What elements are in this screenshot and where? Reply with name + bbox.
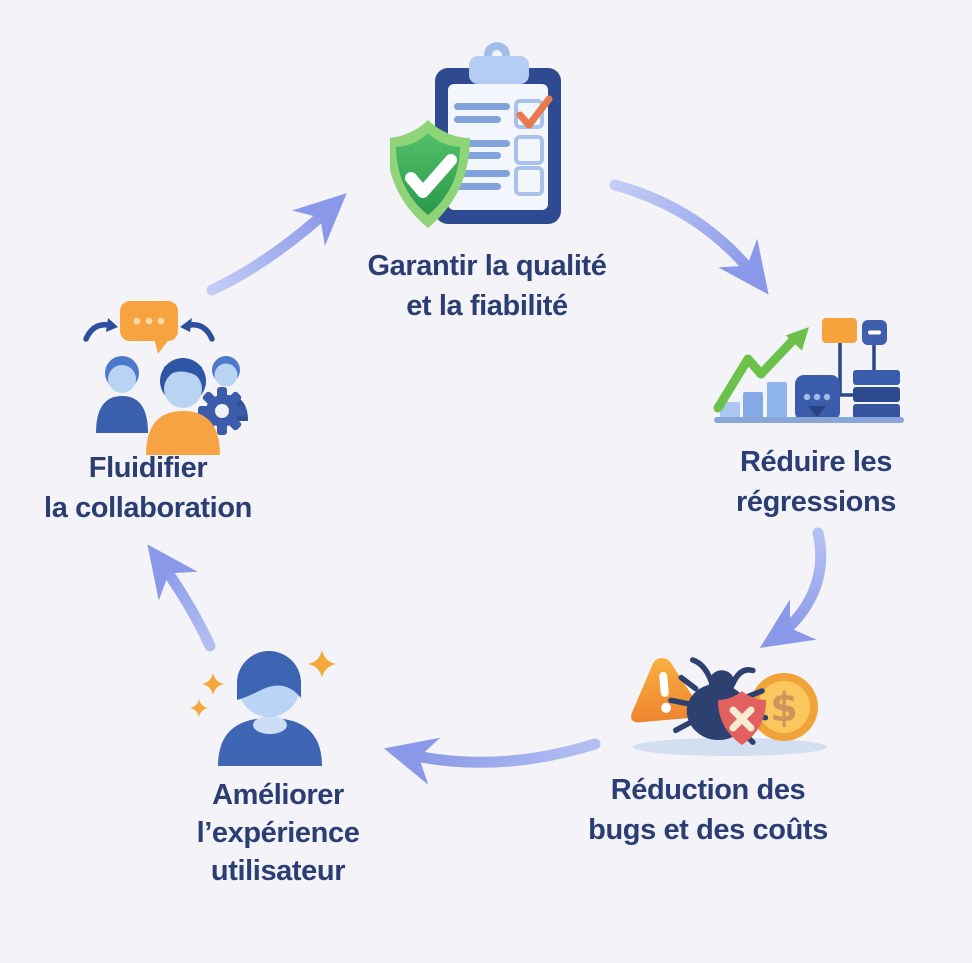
- warning-bug-coin-icon: $: [618, 650, 833, 758]
- shield-check-icon: [390, 120, 470, 228]
- arrow-bugs-to-user-experience: [383, 737, 601, 785]
- label-line: régressions: [735, 486, 896, 518]
- bar-chart: [720, 382, 787, 420]
- node-label-bugs-costs: Réduction des bugs et des coûts: [538, 770, 878, 850]
- label-line: Réduire les: [740, 446, 892, 478]
- label-line: l’expérience: [196, 817, 360, 849]
- growth-chart-pipeline-icon: [712, 305, 907, 427]
- user-body: [218, 718, 322, 766]
- label-line: la collaboration: [44, 492, 252, 524]
- minus-icon: [868, 330, 881, 335]
- blocked-shield-icon: [718, 691, 766, 745]
- node-label-regressions: Réduire les régressions: [666, 442, 966, 522]
- clipboard-checklist-shield-icon: [390, 42, 570, 234]
- server-cube: [795, 375, 840, 421]
- clipboard-clip: [469, 56, 529, 84]
- exchange-arrow-left-icon: [83, 318, 118, 342]
- label-line: bugs et des coûts: [588, 814, 828, 846]
- icon-shadow: [633, 738, 827, 756]
- node-label-collaboration: Fluidifier la collaboration: [8, 448, 288, 528]
- team-chat-gear-icon: [76, 293, 256, 461]
- chart-baseline: [714, 417, 904, 423]
- sparkle-icon: [190, 650, 336, 717]
- arrow-regressions-to-bugs: [759, 527, 827, 648]
- label-line: et la fiabilité: [406, 290, 568, 322]
- user-sparkles-icon: [185, 642, 350, 768]
- checkboxes: [514, 99, 544, 196]
- user-hair: [236, 650, 301, 700]
- label-line: Fluidifier: [88, 452, 208, 484]
- checkbox-check-icon: [516, 95, 553, 129]
- label-line: utilisateur: [210, 855, 346, 887]
- person-center: [146, 358, 220, 455]
- node-label-user-experience: Améliorer l’expérience utilisateur: [128, 776, 428, 890]
- arrow-user-experience-to-collaboration: [147, 544, 216, 652]
- label-line: Améliorer: [212, 779, 344, 811]
- user-collar: [253, 716, 287, 734]
- gear-icon: [198, 387, 246, 435]
- server-stack: [853, 370, 900, 419]
- warning-triangle-icon: [631, 658, 702, 723]
- exchange-arrow-right-icon: [180, 318, 215, 342]
- flow-box-orange: [822, 318, 857, 343]
- dollar-coin-icon: $: [750, 673, 818, 741]
- label-line: Garantir la qualité: [367, 250, 607, 282]
- label-line: Réduction des: [610, 774, 806, 806]
- dollar-symbol: $: [770, 685, 798, 731]
- node-label-quality: Garantir la qualité et la fiabilité: [307, 246, 667, 326]
- person-left: [96, 356, 148, 433]
- growth-arrow-icon: [713, 327, 809, 413]
- speech-bubble-icon: [120, 301, 178, 354]
